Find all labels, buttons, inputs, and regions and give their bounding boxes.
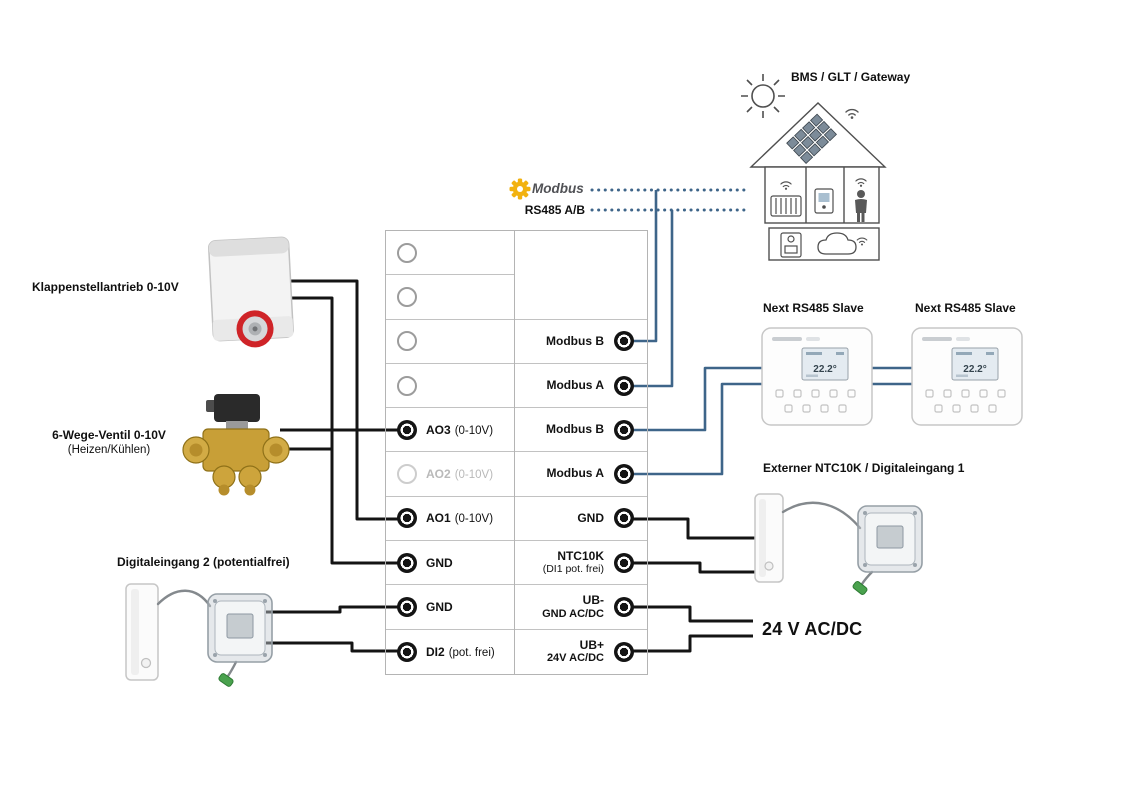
wifi-icon: [845, 108, 859, 120]
sensor-module-ntc: [852, 505, 923, 595]
terminal-dot-ao3: [397, 419, 417, 440]
boiler-icon: [780, 232, 802, 258]
door-contact-sensor-di2: [125, 583, 159, 681]
radiator-icon: [770, 195, 802, 217]
terminal-row-gnd-1: GND: [386, 541, 514, 586]
terminal-dot-modbus-a: [614, 375, 634, 396]
rs485-slave-device-2: 22.2°: [911, 327, 1023, 426]
terminal-dot-ao1: [397, 508, 417, 529]
terminal-row-empty-3: [386, 320, 514, 364]
terminal-circle: [397, 331, 417, 352]
slave2-label: Next RS485 Slave: [915, 301, 1016, 315]
slave-display-value: 22.2°: [963, 364, 986, 375]
ntc-label: Externer NTC10K / Digitaleingang 1: [763, 461, 965, 475]
wire-gnd-to-ntc-sensor: [630, 517, 757, 540]
terminal-row-di2: DI2(pot. frei): [386, 630, 514, 674]
terminal-row-gnd-2: GND: [386, 585, 514, 630]
terminal-dot-ntc10k: [614, 552, 634, 573]
wire-ntc10k-to-sensor: [630, 561, 757, 574]
bus-modbus-b-to-gateway: [630, 190, 658, 343]
terminal-dot-gnd-right: [614, 508, 634, 529]
terminal-row-empty-2: [386, 275, 514, 320]
damper-label: Klappenstellantrieb 0-10V: [32, 280, 179, 294]
bms-gateway-label: BMS / GLT / Gateway: [791, 70, 911, 84]
slave1-label: Next RS485 Slave: [763, 301, 864, 315]
modbus-gear-icon: [509, 178, 531, 200]
wire-ub-plus: [630, 634, 753, 653]
terminal-row-empty-1: [386, 231, 514, 276]
solar-panel-icon: [786, 113, 837, 164]
terminal-dot-modbus-b2: [614, 419, 634, 440]
wire-di2-sensor-to-di2: [266, 641, 398, 653]
terminal-row-modbus-b-slave: Modbus B: [515, 408, 647, 453]
valve-label-line2: (Heizen/Kühlen): [67, 444, 151, 456]
modbus-logo-text: Modbus: [532, 181, 584, 196]
terminal-row-modbus-a-bus: Modbus A: [515, 364, 647, 409]
sensor-cable: [156, 589, 212, 608]
sun-icon: [741, 74, 785, 118]
modbus-bus-lines: [590, 188, 912, 476]
door-contact-sensor-ntc: [754, 493, 784, 583]
terminal-row-modbus-b-bus: Modbus B: [515, 320, 647, 364]
wire-di2-sensor-to-gnd: [266, 605, 398, 614]
terminal-dot-ao2: [397, 464, 417, 485]
valve-label: 6-Wege-Ventil 0-10V (Heizen/Kühlen): [38, 428, 180, 456]
terminal-circle: [397, 286, 417, 307]
terminal-dot-di2: [397, 641, 417, 662]
terminal-row-gnd-right: GND: [515, 497, 647, 542]
terminal-column-left: AO3(0-10V) AO2(0-10V) AO1(0-10V) GND GND…: [385, 230, 515, 675]
terminal-row-ao3: AO3(0-10V): [386, 408, 514, 453]
terminal-dot-gnd: [397, 552, 417, 573]
terminal-dot-ub-minus: [614, 597, 634, 618]
person-icon: [855, 190, 867, 222]
terminal-row-empty-4: [386, 364, 514, 409]
rs485-slave-device-1: 22.2°: [761, 327, 873, 426]
cloud-icon: [817, 232, 857, 255]
terminal-dot-gnd: [397, 597, 417, 618]
terminal-block: AO3(0-10V) AO2(0-10V) AO1(0-10V) GND GND…: [385, 230, 648, 675]
thermostat-icon: [814, 188, 834, 214]
terminal-row-modbus-a-slave: Modbus A: [515, 452, 647, 497]
terminal-circle: [397, 375, 417, 396]
terminal-row-ub-plus: UB+24V AC/DC: [515, 630, 647, 674]
terminal-row-ub-minus: UB-GND AC/DC: [515, 585, 647, 630]
terminal-row-ao2: AO2(0-10V): [386, 452, 514, 497]
sensor-module-di2: [207, 593, 273, 687]
terminal-dot-modbus-a2: [614, 464, 634, 485]
sensor-cable: [781, 501, 862, 530]
digital-input2-label: Digitaleingang 2 (potentialfrei): [117, 555, 290, 569]
terminal-dot-ub-plus: [614, 641, 634, 662]
terminal-circle: [397, 242, 417, 263]
wire-ub-minus: [630, 605, 753, 623]
power-supply-label: 24 V AC/DC: [762, 619, 863, 639]
terminal-merged-cell: [515, 231, 647, 320]
bus-modbus-b-to-slave: [630, 366, 762, 432]
bus-modbus-a-to-gateway: [630, 210, 674, 388]
rs485-label: RS485 A/B: [524, 203, 585, 217]
terminal-row-ntc10k: NTC10K(DI1 pot. frei): [515, 541, 647, 586]
valve-label-line1: 6-Wege-Ventil 0-10V: [52, 428, 166, 442]
slave-display-value: 22.2°: [813, 364, 836, 375]
terminal-column-right: Modbus B Modbus A Modbus B Modbus A GND …: [515, 230, 648, 675]
terminal-dot-modbus-b: [614, 331, 634, 352]
bus-modbus-a-to-slave: [630, 382, 762, 476]
terminal-row-ao1: AO1(0-10V): [386, 497, 514, 542]
bms-building-illustration: [741, 74, 887, 261]
six-way-valve-image: [182, 394, 290, 496]
damper-actuator-image: [207, 236, 294, 348]
wire-damper-to-ao1: [288, 279, 398, 521]
black-wires: [266, 279, 757, 653]
